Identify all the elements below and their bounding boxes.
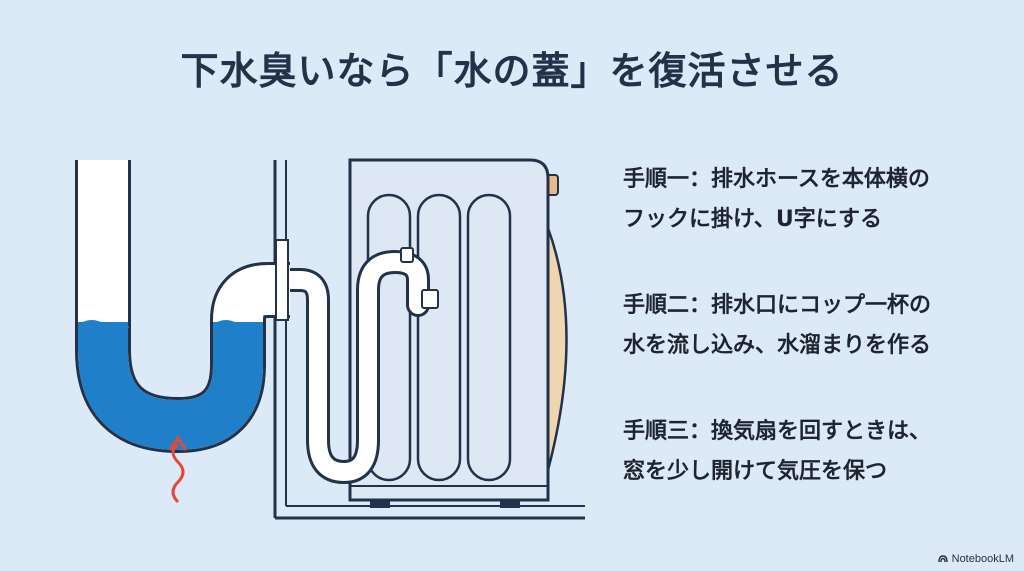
- step-3-line-1: 手順三：換気扇を回すときは、: [623, 419, 932, 444]
- drain-hose: [278, 247, 439, 485]
- washing-machine: [348, 158, 568, 508]
- brand-label: NotebookLM: [951, 553, 1014, 565]
- step-2: 手順二：排水口にコップ一杯の 水を流し込み、水溜まりを作る: [623, 286, 1003, 366]
- step-3: 手順三：換気扇を回すときは、 窓を少し開けて気圧を保つ: [623, 412, 1003, 492]
- trap-water: [78, 322, 263, 451]
- notebooklm-badge: NotebookLM: [937, 553, 1014, 565]
- step-2-line-2: 水を流し込み、水溜まりを作る: [623, 333, 932, 358]
- steps-list: 手順一：排水ホースを本体横の フックに掛け、U字にする 手順二：排水口にコップ一…: [623, 160, 1003, 538]
- step-1-line-1: 手順一：排水ホースを本体横の: [623, 167, 930, 192]
- notebooklm-logo-icon: [937, 555, 948, 563]
- step-3-line-2: 窓を少し開けて気圧を保つ: [623, 459, 888, 484]
- page-title: 下水臭いなら「水の蓋」を復活させる: [180, 49, 844, 93]
- step-2-line-1: 手順二：排水口にコップ一杯の: [623, 293, 932, 318]
- step-1: 手順一：排水ホースを本体横の フックに掛け、U字にする: [623, 160, 1003, 240]
- p-trap-pipe: [75, 160, 290, 454]
- odor-arrow-icon: [168, 435, 188, 504]
- step-1-line-2: フックに掛け、U字にする: [623, 207, 882, 232]
